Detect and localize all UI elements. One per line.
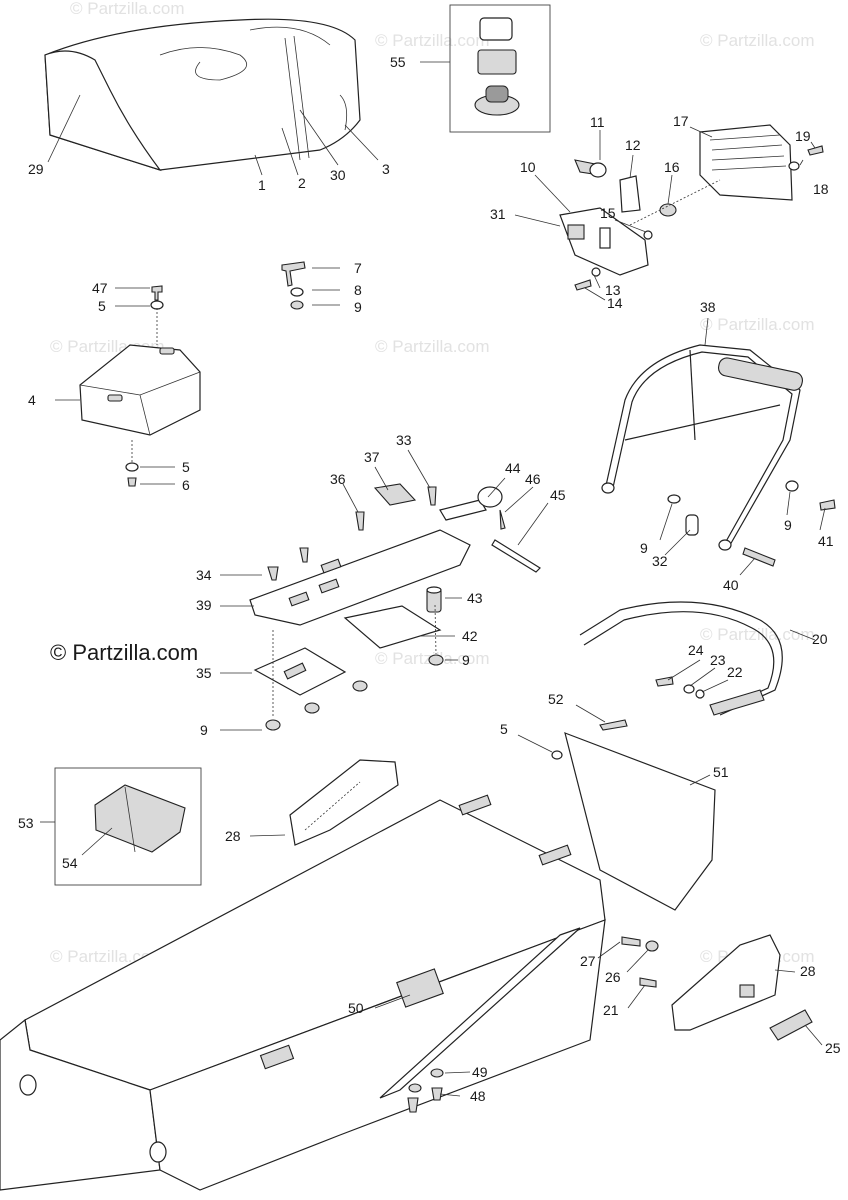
callout-9: 9 [200,722,208,738]
rear-rack [601,344,836,567]
tail-lens [699,124,793,201]
callout-18: 18 [813,181,829,197]
callout-9: 9 [640,540,648,556]
callout-3: 3 [382,161,390,177]
callout-5: 5 [98,298,106,314]
socket-12 [619,175,641,213]
watermark: © Partzilla.com [700,31,815,50]
callout-2: 2 [298,175,306,191]
callout-49: 49 [472,1064,488,1080]
callout-51: 51 [713,764,729,780]
callout-5: 5 [500,721,508,737]
callout-9: 9 [354,299,362,315]
callout-25: 25 [825,1040,841,1056]
watermark: © Partzilla.com [375,31,490,50]
callout-36: 36 [330,471,346,487]
callout-6: 6 [182,477,190,493]
hardware-7-8-9 [281,261,340,310]
callout-32: 32 [652,553,668,569]
callout-45: 45 [550,487,566,503]
callout-47: 47 [92,280,108,296]
cover-28 [289,759,399,846]
callout-24: 24 [688,642,704,658]
callout-19: 19 [795,128,811,144]
mud-flap [551,719,716,911]
callout-33: 33 [396,432,412,448]
tunnel-side [149,919,606,1191]
callout-9: 9 [462,652,470,668]
callout-1: 1 [258,177,266,193]
parts-box-55 [420,4,551,133]
tail-light-assembly [559,124,824,291]
callout-46: 46 [525,471,541,487]
side-cover-left [289,759,399,846]
callout-38: 38 [700,299,716,315]
callout-22: 22 [727,664,743,680]
callout-30: 30 [330,167,346,183]
callout-28: 28 [225,828,241,844]
bracket-4 [79,285,201,487]
callout-10: 10 [520,159,536,175]
callout-41: 41 [818,533,834,549]
side-cover-right [621,934,813,1041]
callout-12: 12 [625,137,641,153]
callout-53: 53 [18,815,34,831]
callout-5: 5 [182,459,190,475]
parts-box-53 [40,767,202,886]
watermark: © Partzilla.com [70,0,185,18]
callout-4: 4 [28,392,36,408]
callout-48: 48 [470,1088,486,1104]
cover-28b [671,934,781,1031]
watermark: © Partzilla.com [375,337,490,356]
callout-50: 50 [348,1000,364,1016]
tunnel-chassis [0,794,606,1191]
callout-13: 13 [605,282,621,298]
callout-7: 7 [354,260,362,276]
bracket [79,344,201,436]
callout-35: 35 [196,665,212,681]
callout-26: 26 [605,969,621,985]
flap-51 [564,732,716,911]
mounting-plates [220,483,541,731]
callout-11: 11 [590,114,605,130]
callout-44: 44 [505,460,521,476]
watermark: © Partzilla.com [700,625,815,644]
callout-9: 9 [784,517,792,533]
callout-21: 21 [603,1002,619,1018]
watermark-main: © Partzilla.com [50,640,198,665]
callout-17: 17 [673,113,689,129]
callout-42: 42 [462,628,478,644]
callout-52: 52 [548,691,564,707]
callout-8: 8 [354,282,362,298]
callout-55: 55 [390,54,406,70]
callout-27: 27 [580,953,596,969]
callout-40: 40 [723,577,739,593]
callout-31: 31 [490,206,506,222]
callout-labels: 1 2 3 4 5 5 5 6 7 8 9 9 9 9 9 10 11 12 1… [18,54,841,1104]
callout-37: 37 [364,449,380,465]
watermark: © Partzilla.com [700,315,815,334]
seat-cover-29 [44,50,162,172]
rear-bumper [579,601,783,716]
callout-16: 16 [664,159,680,175]
callout-28: 28 [800,963,816,979]
callout-23: 23 [710,652,726,668]
callout-39: 39 [196,597,212,613]
callout-43: 43 [467,590,483,606]
callout-20: 20 [812,631,828,647]
callout-34: 34 [196,567,212,583]
seat-assembly [44,18,361,172]
leader-lines [47,94,826,1097]
callout-29: 29 [28,161,44,177]
callout-54: 54 [62,855,78,871]
callout-15: 15 [600,205,616,221]
bracket-42 [343,605,442,649]
callout-14: 14 [607,295,623,311]
